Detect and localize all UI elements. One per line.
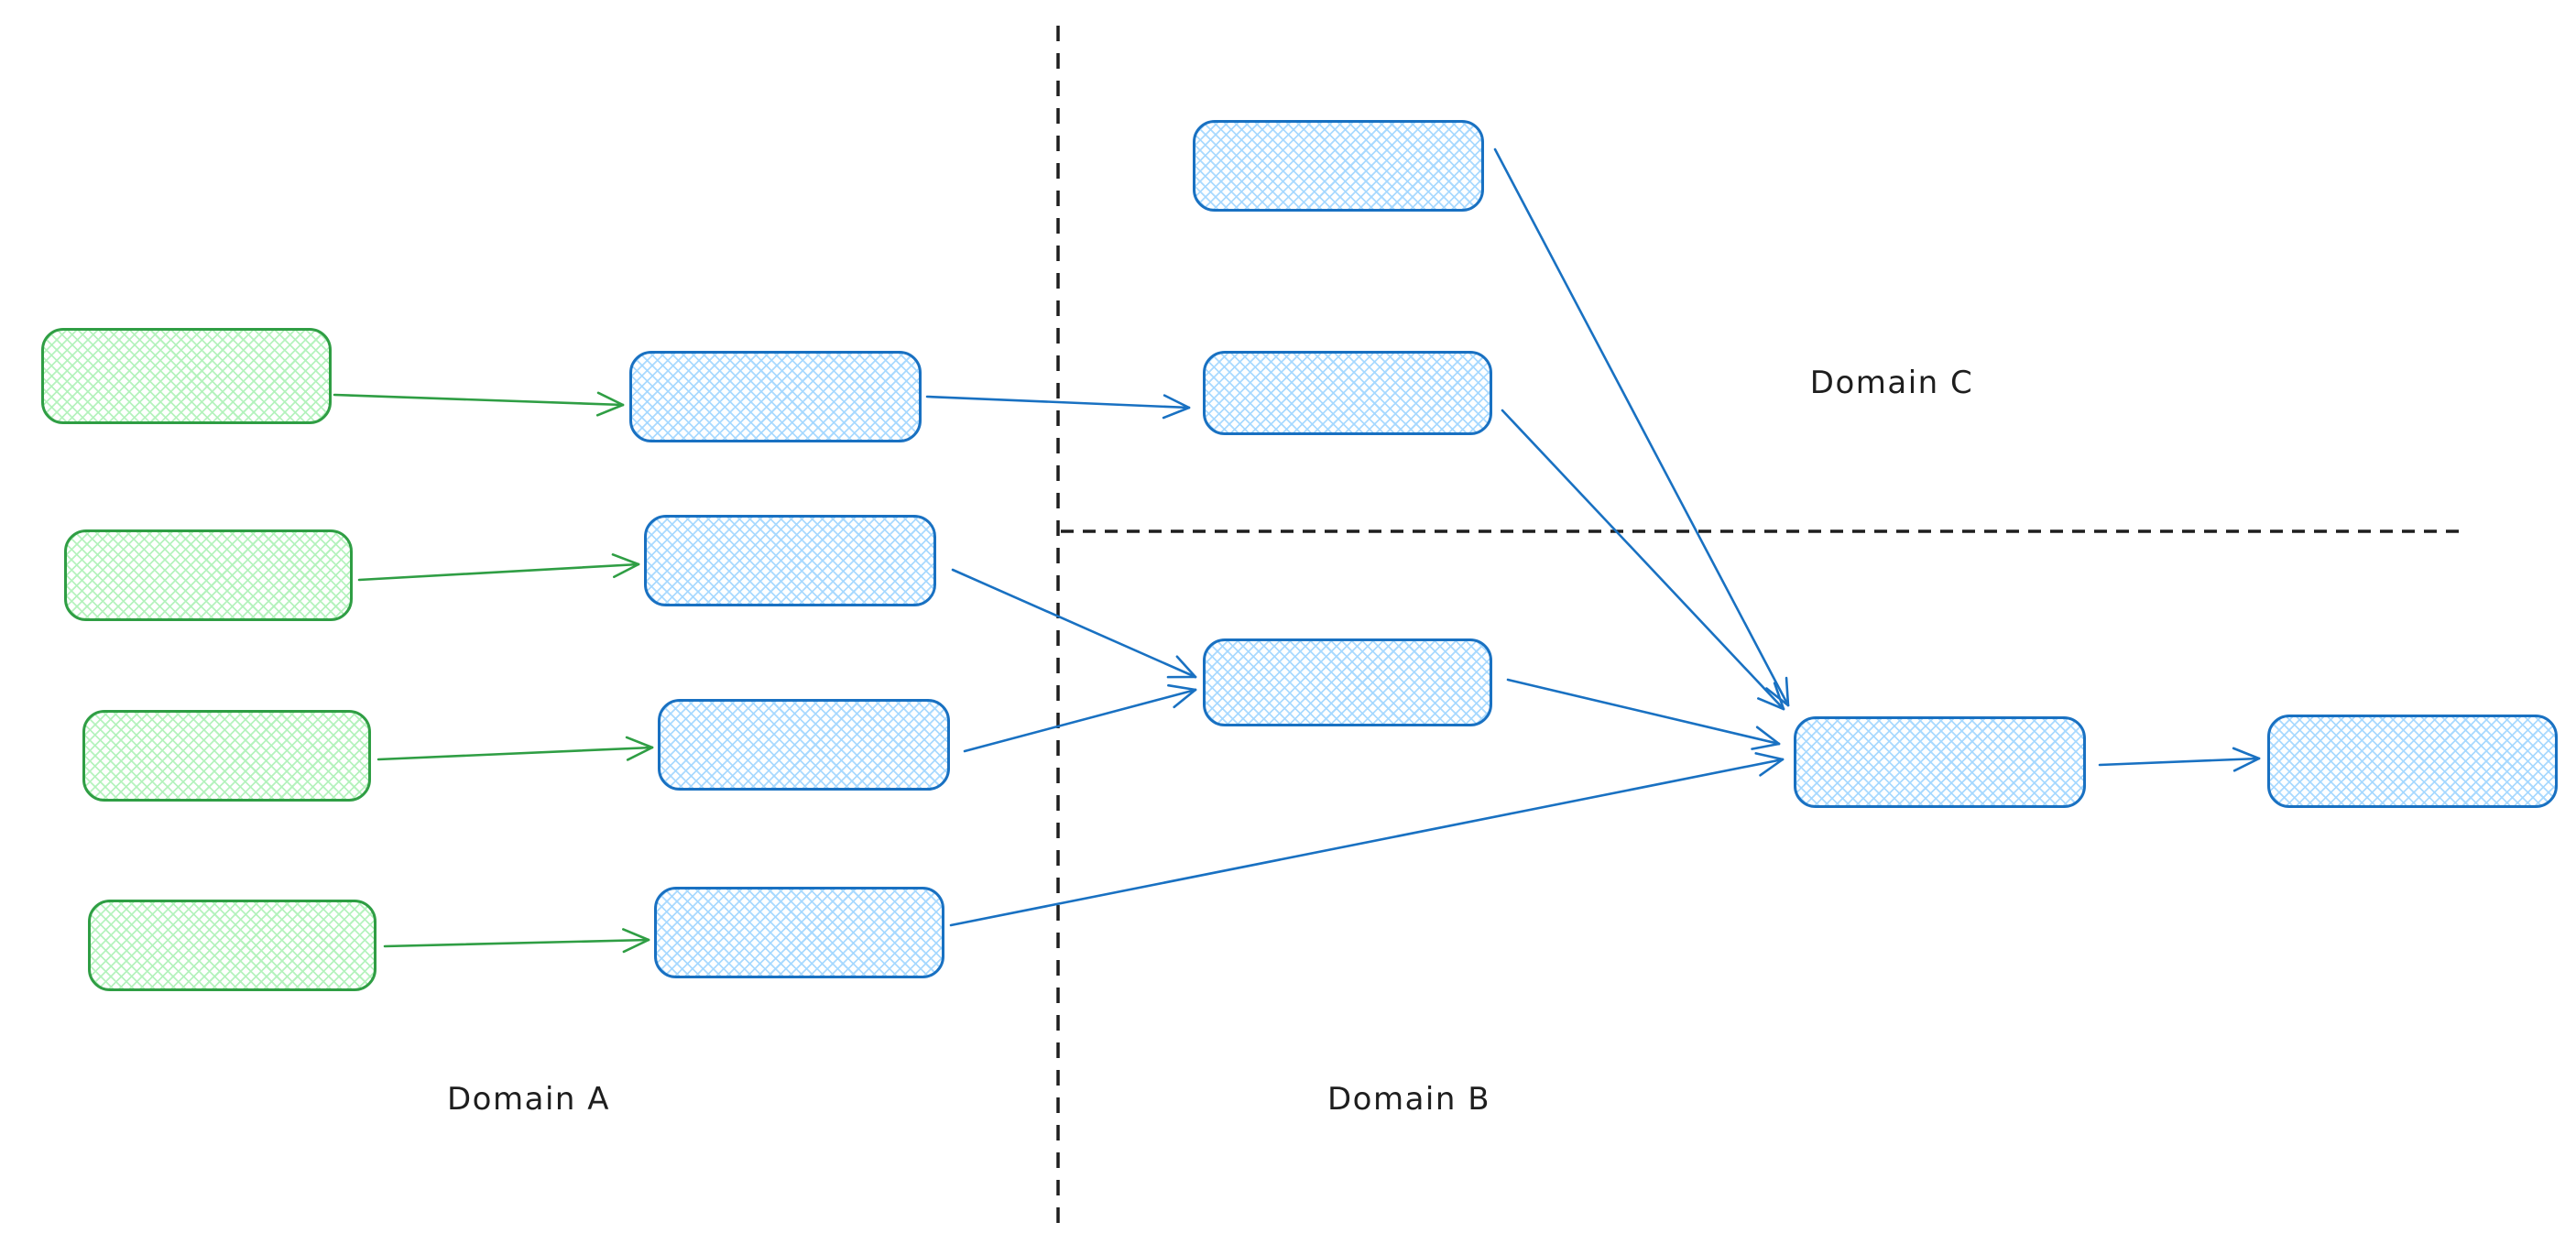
arrowhead (613, 562, 640, 579)
arrowhead (622, 928, 650, 942)
arrowhead (1755, 726, 1781, 746)
green-arrow-2 (357, 553, 640, 582)
arrowhead (1175, 655, 1197, 679)
arrowhead (1765, 687, 1790, 707)
blue-stage1-box-1 (629, 351, 922, 442)
domain-b-label: Domain B (1326, 1081, 1491, 1118)
blue-arrow-mid-to-aggregator (1506, 678, 1781, 750)
green-source-box-4 (88, 900, 377, 991)
green-source-box-3 (82, 710, 371, 802)
blue-arrow-row2-to-mid (951, 568, 1197, 679)
arrowhead (611, 553, 640, 566)
blue-final-box (2267, 715, 2558, 808)
blue-domain-b-mid-box (1203, 638, 1492, 726)
green-arrow-3 (377, 736, 654, 761)
arrowhead (1773, 682, 1785, 711)
arrowhead (1162, 406, 1191, 420)
arrowhead (625, 736, 654, 749)
arrowhead (595, 403, 625, 417)
arrowhead (626, 746, 654, 761)
arrowhead (1759, 758, 1785, 777)
arrowhead (1754, 752, 1785, 761)
blue-arrow-row1-to-domain-c-row2 (925, 394, 1191, 420)
green-arrow-4 (383, 928, 650, 954)
arrowhead (2232, 757, 2261, 772)
arrowhead (1757, 697, 1785, 711)
blue-stage1-box-2 (644, 515, 936, 606)
arrowhead (1162, 394, 1191, 409)
green-source-box-2 (64, 529, 353, 621)
domain-a-label: Domain A (447, 1081, 610, 1118)
blue-stage1-box-3 (658, 699, 950, 791)
arrowhead (1173, 688, 1197, 709)
green-arrow-1 (333, 391, 625, 417)
blue-arrow-crow2-to-aggregator (1501, 409, 1785, 711)
blue-arrow-aggregator-to-final (2098, 747, 2261, 772)
green-source-box-1 (41, 328, 332, 424)
domain-c-label: Domain C (1809, 365, 1974, 401)
blue-domain-c-row2-box (1203, 351, 1492, 435)
arrowhead (1785, 676, 1790, 707)
arrowhead (2232, 747, 2261, 760)
arrowhead (596, 391, 625, 407)
blue-stage1-box-4 (654, 887, 944, 978)
blue-arrow-ctop-to-aggregator (1493, 147, 1790, 707)
blue-domain-c-top-box (1193, 120, 1484, 212)
blue-arrow-row3-to-mid (963, 683, 1197, 753)
blue-aggregator-box (1794, 716, 2086, 808)
arrowhead (1167, 683, 1197, 692)
arrowhead (622, 938, 650, 954)
blue-arrow-row4-to-aggregator (949, 752, 1785, 927)
arrowhead (1751, 742, 1781, 750)
